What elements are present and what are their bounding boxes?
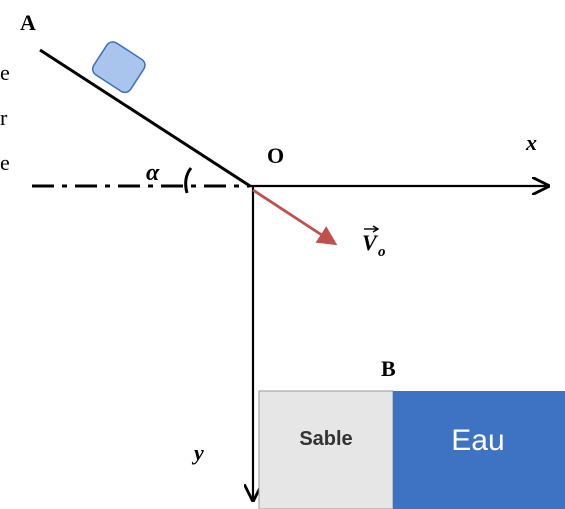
inclined-plane [39,48,251,188]
velocity-label-subscript: o [378,244,386,260]
partial-text-1: e [0,60,10,85]
x-axis-label: x [525,130,537,155]
angle-label-background [130,150,182,196]
angle-arc [184,167,193,194]
water-region [393,391,565,509]
partial-text-3: e [0,150,10,175]
partial-text-2: r [0,105,8,130]
point-a-label: A [20,10,36,35]
velocity-label-v: V [362,230,379,255]
velocity-label: V o [362,225,386,260]
vector-arrow-icon [364,225,380,233]
sand-label: Sable [299,428,352,450]
velocity-vector [252,188,338,246]
sand-region [258,390,394,509]
point-o-label: O [267,143,284,168]
water-label: Eau [451,424,504,457]
angle-label: α [146,160,160,186]
point-b-label: B [381,356,396,381]
y-axis-label: y [191,440,204,465]
sliding-block-icon [91,41,146,94]
